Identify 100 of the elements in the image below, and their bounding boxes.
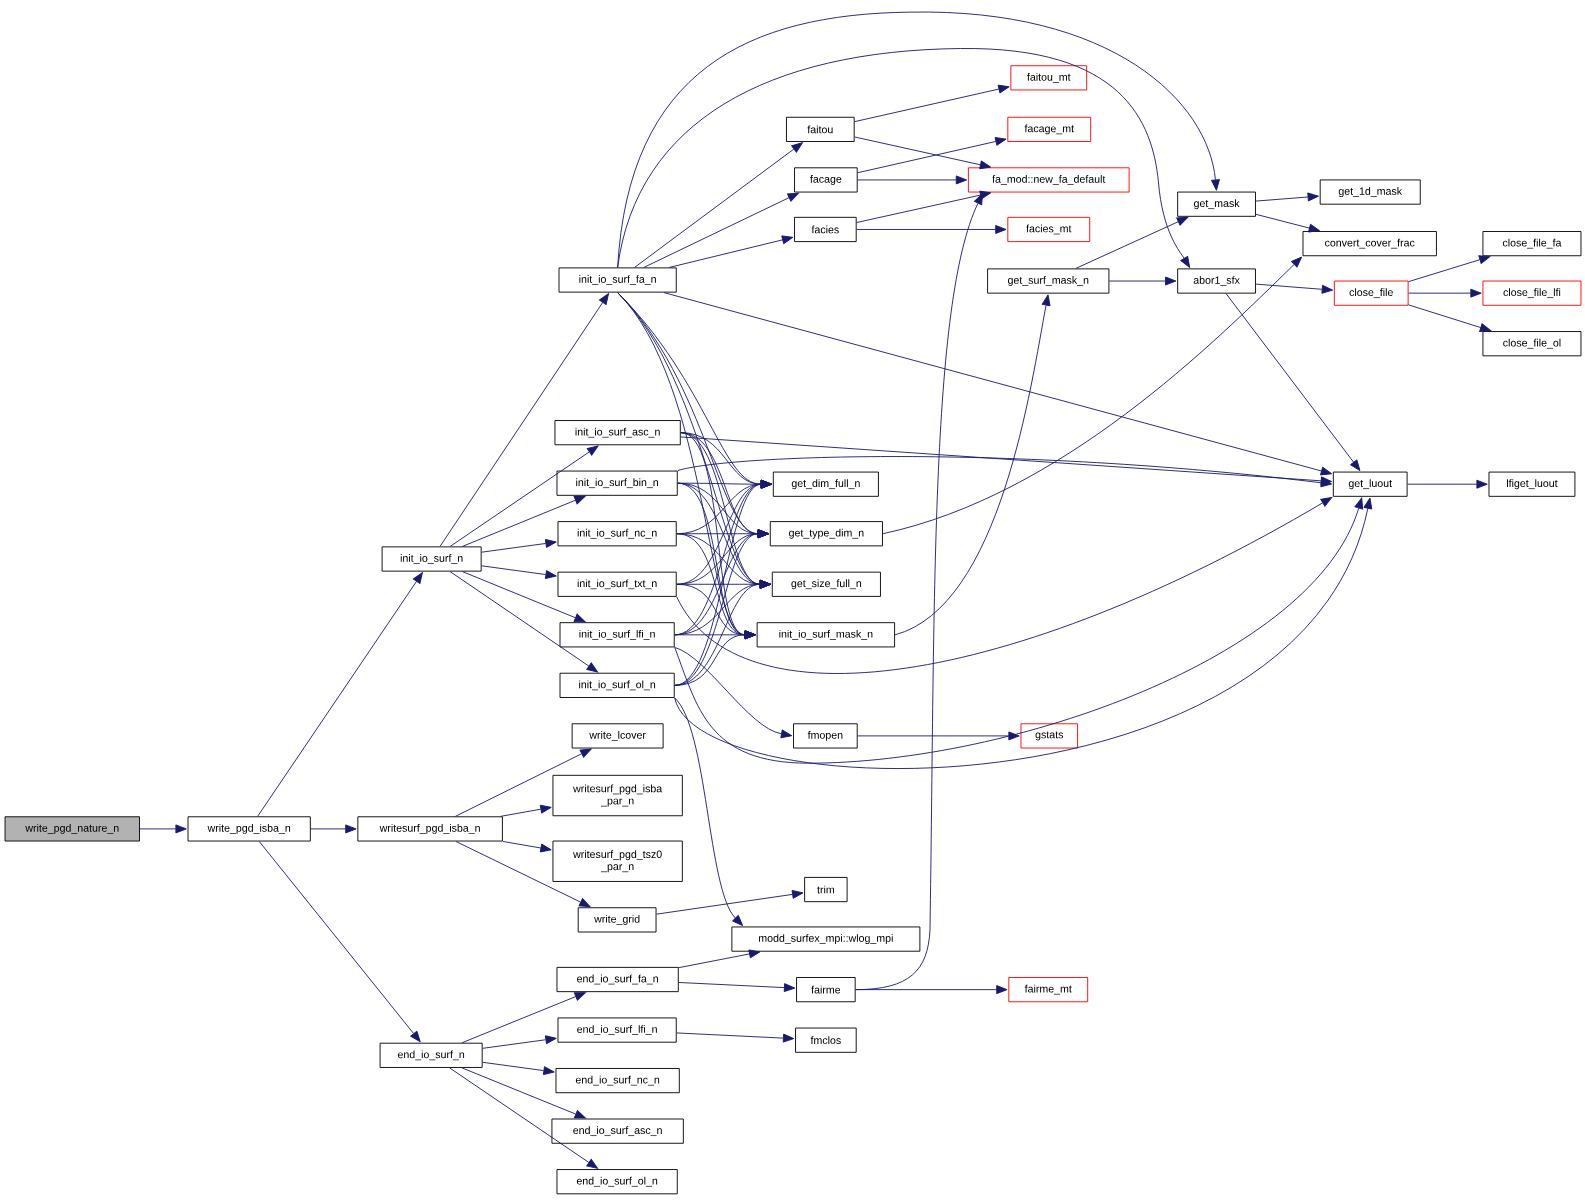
function-box: facies (794, 216, 857, 243)
arrow (1408, 288, 1482, 298)
function-box: fmopen (793, 723, 858, 749)
arrow (482, 1035, 557, 1049)
arrow (1408, 304, 1492, 332)
function-box: init_io_surf_mask_n (756, 622, 896, 648)
function-box: end_io_surf_fa_n (556, 966, 679, 993)
function-box: init_io_surf_asc_n (554, 420, 681, 446)
function-box: end_io_surf_nc_n (555, 1068, 680, 1094)
function-box: close_file_fa (1482, 231, 1582, 257)
arrow (461, 495, 586, 547)
arrow (634, 142, 803, 268)
arrow (857, 137, 1007, 174)
arrow (857, 175, 968, 185)
arrow (680, 436, 1333, 486)
arrow (617, 48, 1191, 268)
function-box: facage_mt (1007, 116, 1092, 143)
arrow (1255, 283, 1334, 294)
function-box: init_io_surf_ol_n (559, 672, 675, 698)
arrow (461, 992, 586, 1044)
arrow (1408, 255, 1491, 283)
arrow (439, 293, 609, 547)
function-box: get_size_full_n (771, 571, 881, 597)
function-box: get_mask (1177, 191, 1256, 217)
arrow (449, 571, 599, 673)
arrow (857, 731, 1020, 741)
function-box: facage (794, 167, 858, 193)
function-box: write_lcover (571, 723, 664, 749)
arrow (1108, 276, 1177, 286)
arrow (674, 630, 756, 686)
function-box: get_type_dim_n (769, 521, 883, 547)
arrow (668, 235, 794, 268)
arrow (449, 1067, 598, 1169)
arrow (854, 136, 992, 170)
arrow (856, 225, 1007, 234)
arrow (139, 824, 187, 834)
arrow (310, 824, 357, 834)
function-box: faitou_mt (1010, 65, 1088, 91)
function-box: facies_mt (1007, 216, 1091, 243)
function-box: write_pgd_nature_n (4, 816, 140, 842)
function-box: end_io_surf_n (379, 1042, 483, 1068)
function-box: fairme (796, 977, 856, 1003)
arrow (461, 571, 586, 623)
function-box: init_io_surf_txt_n (557, 571, 677, 597)
arrow (676, 497, 1333, 674)
arrow (1255, 192, 1319, 202)
function-box: fa_mod::new_fa_default (967, 167, 1130, 193)
function-box: get_luout (1332, 471, 1408, 497)
function-box: fmclos (795, 1027, 857, 1053)
arrow (1225, 293, 1361, 472)
arrow (674, 479, 772, 686)
arrow (643, 192, 799, 268)
function-box: gstats (1020, 723, 1079, 749)
arrow (500, 804, 552, 817)
arrow (455, 841, 591, 908)
function-box: convert_cover_frac (1302, 231, 1437, 257)
function-box: init_io_surf_bin_n (556, 470, 678, 496)
function-box: init_io_surf_nc_n (557, 521, 677, 547)
function-box: writesurf_pgd_isba _par_n (552, 774, 683, 817)
arrow (677, 456, 1333, 488)
arrow (449, 445, 599, 547)
arrow (502, 841, 552, 853)
arrow (663, 292, 1333, 476)
function-box: init_io_surf_n (381, 546, 482, 572)
arrow (257, 572, 423, 817)
arrow (855, 193, 983, 991)
arrow (882, 256, 1303, 535)
arrow (894, 294, 1051, 636)
function-box: abor1_sfx (1177, 268, 1256, 294)
arrow (481, 565, 557, 580)
arrow (674, 647, 793, 739)
function-box: end_io_surf_lfi_n (557, 1017, 677, 1043)
function-box: get_1d_mask (1319, 179, 1421, 205)
arrow (455, 748, 592, 817)
function-box: close_file_lfi (1482, 280, 1582, 306)
arrow (1407, 479, 1488, 489)
arrow (678, 949, 761, 969)
function-box: close_file_ol (1482, 331, 1582, 357)
function-box: init_io_surf_fa_n (558, 267, 677, 293)
arrow (1255, 213, 1321, 233)
arrow (678, 982, 796, 993)
function-box: get_dim_full_n (772, 471, 879, 497)
function-box: writesurf_pgd_tsz0 _par_n (552, 840, 683, 882)
arrow (676, 1032, 795, 1043)
arrow (258, 841, 421, 1043)
arrow (854, 84, 1010, 123)
function-box: modd_surfex_mpi::wlog_mpi (731, 926, 921, 952)
arrow (481, 539, 557, 553)
function-box: writesurf_pgd_isba_n (357, 816, 503, 842)
function-box: init_io_surf_lfi_n (559, 622, 675, 648)
arrow (461, 1067, 586, 1119)
function-box: lfiget_luout (1488, 471, 1576, 497)
arrow (482, 1061, 555, 1076)
arrow (656, 890, 804, 915)
function-box: fairme_mt (1008, 977, 1089, 1003)
arrow (674, 697, 744, 927)
function-box: write_grid (577, 907, 657, 933)
function-box: close_file (1333, 280, 1409, 306)
function-box: get_surf_mask_n (987, 268, 1110, 294)
arrow (1075, 216, 1189, 269)
